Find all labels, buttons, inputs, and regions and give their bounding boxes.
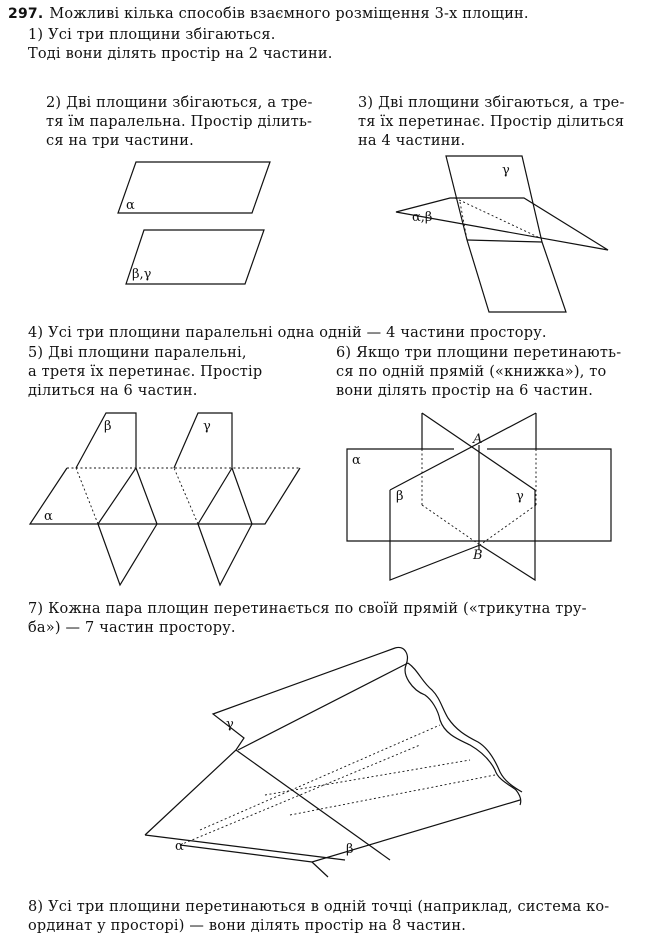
case-4-line-1: 4) Усі три площини паралельні одна одній…	[28, 325, 547, 341]
fig3-plane-gamma-lower	[466, 239, 567, 313]
case-3-line-1: 3) Дві площини збігаються, а тре-	[358, 95, 625, 111]
fig7-hidden-4	[289, 774, 496, 816]
case-6-line-3: вони ділять простір на 6 частин.	[336, 383, 594, 399]
fig6-plane-beta	[389, 490, 481, 581]
case-7-line-2: ба») — 7 частин простору.	[28, 620, 236, 636]
fig6-label-beta: β	[396, 489, 404, 504]
fig5-plane-gamma-upper	[173, 412, 233, 525]
case-1-line-2: Тоді вони ділять простір на 2 частини.	[28, 46, 333, 62]
case-3-line-3: на 4 частини.	[358, 133, 466, 149]
fig6-label-A: A	[472, 432, 482, 447]
case-8-line-1: 8) Усі три площини перетинаються в одній…	[28, 899, 610, 915]
fig5-plane-gamma-lower	[197, 467, 253, 587]
fig2-plane-alpha	[117, 161, 271, 214]
fig6-plane-alpha-right	[482, 448, 612, 542]
fig7-cut-edge	[394, 646, 522, 806]
fig3-intersection-line	[466, 239, 543, 243]
fig6-plane-alpha-left	[346, 448, 482, 542]
fig3-plane-alpha-beta	[395, 197, 609, 251]
fig6-beta-hidden	[421, 504, 481, 546]
fig6-label-alpha: α	[352, 453, 361, 468]
fig6-edge-2	[389, 412, 537, 491]
case-7-line-1: 7) Кожна пара площин перетинається по св…	[28, 601, 587, 617]
case-6-line-2: ся по одній прямій («книжка»), то	[336, 364, 607, 380]
fig3-plane-gamma-upper	[445, 155, 543, 243]
fig7-edge-alpha-top	[144, 834, 346, 861]
fig7-hidden-2	[199, 724, 441, 831]
fig2-plane-beta-gamma	[125, 229, 265, 285]
fig6-plane-gamma	[479, 490, 536, 582]
case-6-line-1: 6) Якщо три площини перетинають-	[336, 345, 622, 361]
fig5-beta-hidden	[75, 467, 99, 525]
fig6-label-gamma: γ	[516, 489, 524, 504]
fig5-label-gamma: γ	[203, 419, 211, 434]
problem-intro: 297. Можливі кілька способів взаємного ро…	[8, 6, 529, 22]
fig3-label-gamma: γ	[502, 163, 510, 178]
fig2-label-alpha: α	[126, 198, 135, 213]
fig7-label-alpha: α	[175, 839, 184, 854]
fig5-plane-beta-upper	[75, 412, 137, 525]
fig7-plane-gamma	[144, 647, 396, 836]
fig5-label-beta: β	[104, 419, 112, 434]
fig7-edge-alpha-ridge	[237, 662, 409, 751]
problem-intro-text: Можливі кілька способів взаємного розміщ…	[49, 6, 529, 22]
case-8-line-2: ординат у просторі) — вони ділять прості…	[28, 918, 467, 934]
case-1-line-1: 1) Усі три площини збігаються.	[28, 27, 276, 43]
fig7-gamma-front-edge	[235, 749, 391, 861]
case-5-line-2: а третя їх перетинає. Простір	[28, 364, 263, 380]
fig5-label-alpha: α	[44, 509, 53, 524]
fig5-plane-alpha-front	[28, 467, 301, 525]
fig5-gamma-hidden	[173, 467, 199, 525]
fig3-hidden-edge-2	[459, 201, 468, 241]
fig7-cut-edge-inner	[407, 662, 523, 793]
fig5-plane-beta-lower	[97, 467, 158, 587]
fig3-label-alpha-beta: α,β	[412, 210, 432, 225]
fig7-hidden-1	[179, 744, 421, 846]
fig7-label-gamma: γ	[226, 717, 234, 732]
fig7-hidden-3	[264, 759, 471, 796]
case-5-line-1: 5) Дві площини паралельні,	[28, 345, 247, 361]
fig6-label-B: B	[472, 548, 483, 563]
fig7-label-beta: β	[346, 842, 354, 857]
case-2-line-2: тя їм паралельна. Простір ділить-	[46, 114, 313, 130]
case-3-line-2: тя їх перетинає. Простір ділиться	[358, 114, 625, 130]
fig2-label-beta-gamma: β,γ	[132, 267, 152, 282]
case-2-line-1: 2) Дві площини збігаються, а тре-	[46, 95, 313, 111]
case-2-line-3: ся на три частини.	[46, 133, 194, 149]
problem-number: 297.	[8, 6, 44, 22]
case-5-line-3: ділиться на 6 частин.	[28, 383, 198, 399]
fig7-edge-beta-bottom	[311, 861, 329, 878]
fig3-hidden-edge-1	[454, 197, 541, 239]
